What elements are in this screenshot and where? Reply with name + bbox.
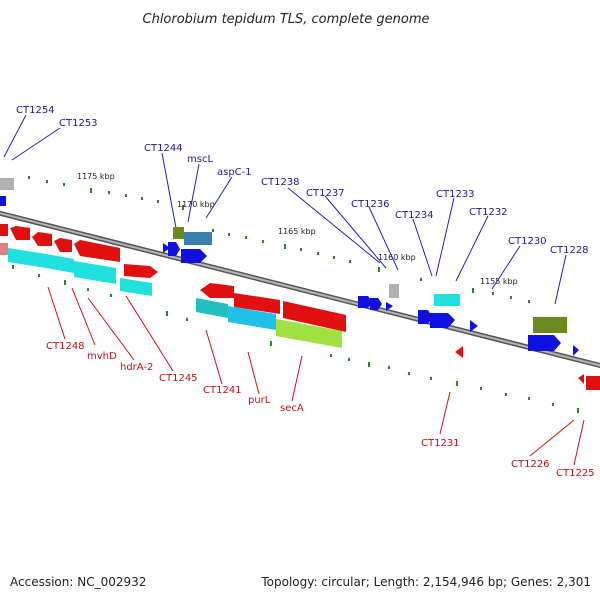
forward-gene-labels: CT1254 CT1253 CT1244 mscL aspC-1 CT1238 … (16, 105, 589, 256)
genome-summary-text: Topology: circular; Length: 2,154,946 bp… (260, 575, 591, 589)
scale-label: 1175 kbp (77, 172, 115, 181)
gene-label: CT1234 (395, 210, 434, 221)
bottom-leader-lines (47, 286, 585, 466)
gene-label: CT1237 (306, 188, 345, 199)
forward-strand-features (0, 178, 579, 356)
gene-label: CT1236 (351, 199, 390, 210)
inner-scale-ticks (12, 265, 579, 413)
gene-label: CT1241 (203, 385, 242, 396)
map-title: Chlorobium tepidum TLS, complete genome (143, 12, 430, 27)
gene-label: CT1248 (46, 341, 85, 352)
scale-label: 1170 kbp (177, 200, 215, 209)
genome-backbone (0, 210, 600, 369)
accession-text: Accession: NC_002932 (10, 575, 146, 589)
scale-label: 1160 kbp (378, 253, 416, 262)
gene-label: CT1228 (550, 245, 589, 256)
top-leader-lines (3, 114, 567, 305)
gene-label: aspC-1 (217, 167, 252, 178)
reverse-strand-features (0, 224, 600, 390)
gene-label: mvhD (87, 351, 117, 362)
gene-label: purL (248, 395, 271, 406)
gene-label: CT1230 (508, 236, 547, 247)
gene-label: CT1225 (556, 468, 595, 479)
reverse-gene-labels: CT1248 mvhD hdrA-2 CT1245 CT1241 purL se… (46, 341, 595, 479)
gene-label: CT1253 (59, 118, 98, 129)
gene-label: secA (280, 403, 304, 414)
scale-label: 1165 kbp (278, 227, 316, 236)
gene-label: CT1232 (469, 207, 508, 218)
gene-label: CT1238 (261, 177, 300, 188)
gene-label: hdrA-2 (120, 362, 153, 373)
gene-label: CT1226 (511, 459, 550, 470)
outer-scale-ticks (28, 176, 530, 303)
gene-label: CT1254 (16, 105, 55, 116)
scale-labels: 1175 kbp 1170 kbp 1165 kbp 1160 kbp 1155… (77, 172, 518, 286)
gene-label: mscL (187, 154, 213, 165)
gene-label: CT1231 (421, 438, 460, 449)
gene-label: CT1245 (159, 373, 198, 384)
scale-label: 1155 kbp (480, 277, 518, 286)
gene-label: CT1244 (144, 143, 183, 154)
gene-label: CT1233 (436, 189, 475, 200)
